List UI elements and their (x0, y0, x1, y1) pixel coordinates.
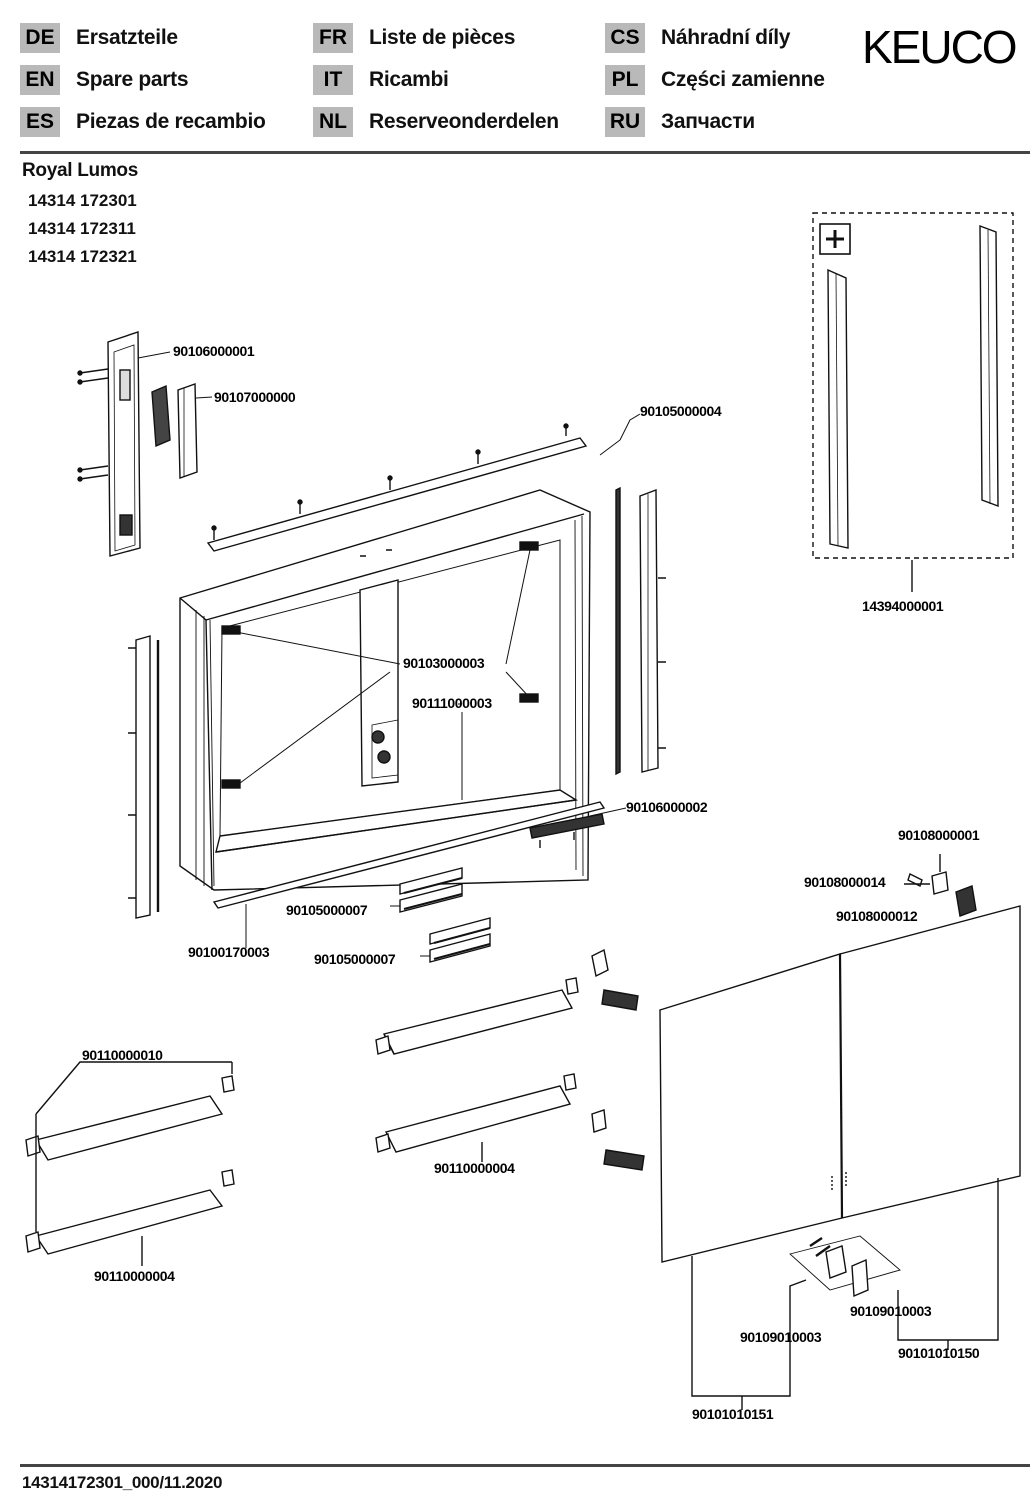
lang-row-es: ES Piezas de recambio (20, 106, 266, 138)
brand-logo: KEUCO (862, 21, 1018, 73)
label-shelf-left-lower: 90110000004 (94, 1268, 175, 1284)
lang-row-pl: PL Części zamienne (605, 64, 825, 96)
hinges (904, 854, 977, 917)
product-name: Royal Lumos (22, 160, 138, 181)
label-center-panel: 90111000003 (412, 695, 492, 711)
label-gasket-left: 90100170003 (188, 944, 270, 960)
label-shelf-set-left: 90110000010 (82, 1047, 163, 1063)
label-shelf-middle: 90110000004 (434, 1160, 515, 1176)
lang-text: Części zamienne (661, 68, 825, 91)
label-hinge-cap: 90108000014 (804, 874, 886, 890)
lang-text: Náhradní díly (661, 26, 791, 49)
lang-row-cs: CS Náhradní díly (605, 22, 790, 54)
label-hinge-cover: 90108000012 (836, 908, 918, 924)
lang-row-fr: FR Liste de pièces (313, 22, 515, 54)
cabinet-body (179, 489, 591, 891)
label-profile-right: 90105000004 (640, 403, 722, 419)
lang-text: Ersatzteile (76, 26, 178, 49)
label-door-clip-right: 90109010003 (850, 1303, 932, 1319)
label-set-14394: 14394000001 (862, 598, 944, 614)
label-hinge-main: 90108000001 (898, 827, 980, 843)
lang-code: CS (605, 23, 645, 53)
set-14394-box (812, 212, 1014, 592)
lang-code: DE (20, 23, 60, 53)
mount-bracket (77, 331, 198, 557)
top-profile (206, 423, 588, 552)
label-door-right: 90101010150 (898, 1345, 980, 1361)
lang-row-de: DE Ersatzteile (20, 22, 178, 54)
lang-code: IT (313, 65, 353, 95)
header-divider (20, 151, 1030, 154)
label-profile-clip-b: 90105000007 (314, 951, 396, 967)
label-led-caps: 90103000003 (403, 655, 485, 671)
lang-text: Spare parts (76, 68, 189, 91)
footer-divider (20, 1464, 1030, 1467)
lang-text: Reserveonderdelen (369, 110, 559, 133)
lang-row-nl: NL Reserveonderdelen (313, 106, 559, 138)
left-gaskets (128, 635, 160, 919)
bottom-strip (212, 801, 606, 909)
mirror-doors (659, 905, 1021, 1410)
lang-text: Запчасти (661, 110, 755, 133)
middle-shelves (375, 948, 645, 1171)
label-bottom-strip: 90106000002 (626, 799, 708, 815)
label-profile-clip-a: 90105000007 (286, 902, 368, 918)
label-side-cover: 90107000000 (214, 389, 296, 405)
lang-row-ru: RU Запчасти (605, 106, 755, 138)
lang-text: Piezas de recambio (76, 110, 266, 133)
door-clips (789, 1235, 901, 1298)
part-labels: 90106000001 90107000000 90105000004 1439… (82, 343, 980, 1422)
document-id: 14314172301_000/11.2020 (22, 1473, 223, 1492)
article-number: 14314 172301 (28, 191, 137, 210)
lang-row-it: IT Ricambi (313, 64, 449, 96)
lang-code: EN (20, 65, 60, 95)
lang-code: ES (20, 107, 60, 137)
leader-lines (137, 351, 641, 957)
lang-row-en: EN Spare parts (20, 64, 189, 96)
lang-code: PL (605, 65, 645, 95)
left-shelves (25, 1061, 235, 1266)
lang-text: Ricambi (369, 68, 449, 91)
label-mount-bracket: 90106000001 (173, 343, 255, 359)
article-number: 14314 172311 (28, 219, 136, 238)
article-number: 14314 172321 (28, 247, 137, 266)
profile-clips (399, 867, 491, 963)
right-profiles (615, 486, 666, 776)
lang-code: RU (605, 107, 645, 137)
lang-code: FR (313, 23, 353, 53)
lang-text: Liste de pièces (369, 26, 516, 49)
lang-code: NL (313, 107, 353, 137)
label-door-left: 90101010151 (692, 1406, 774, 1422)
label-door-clip-left: 90109010003 (740, 1329, 822, 1345)
